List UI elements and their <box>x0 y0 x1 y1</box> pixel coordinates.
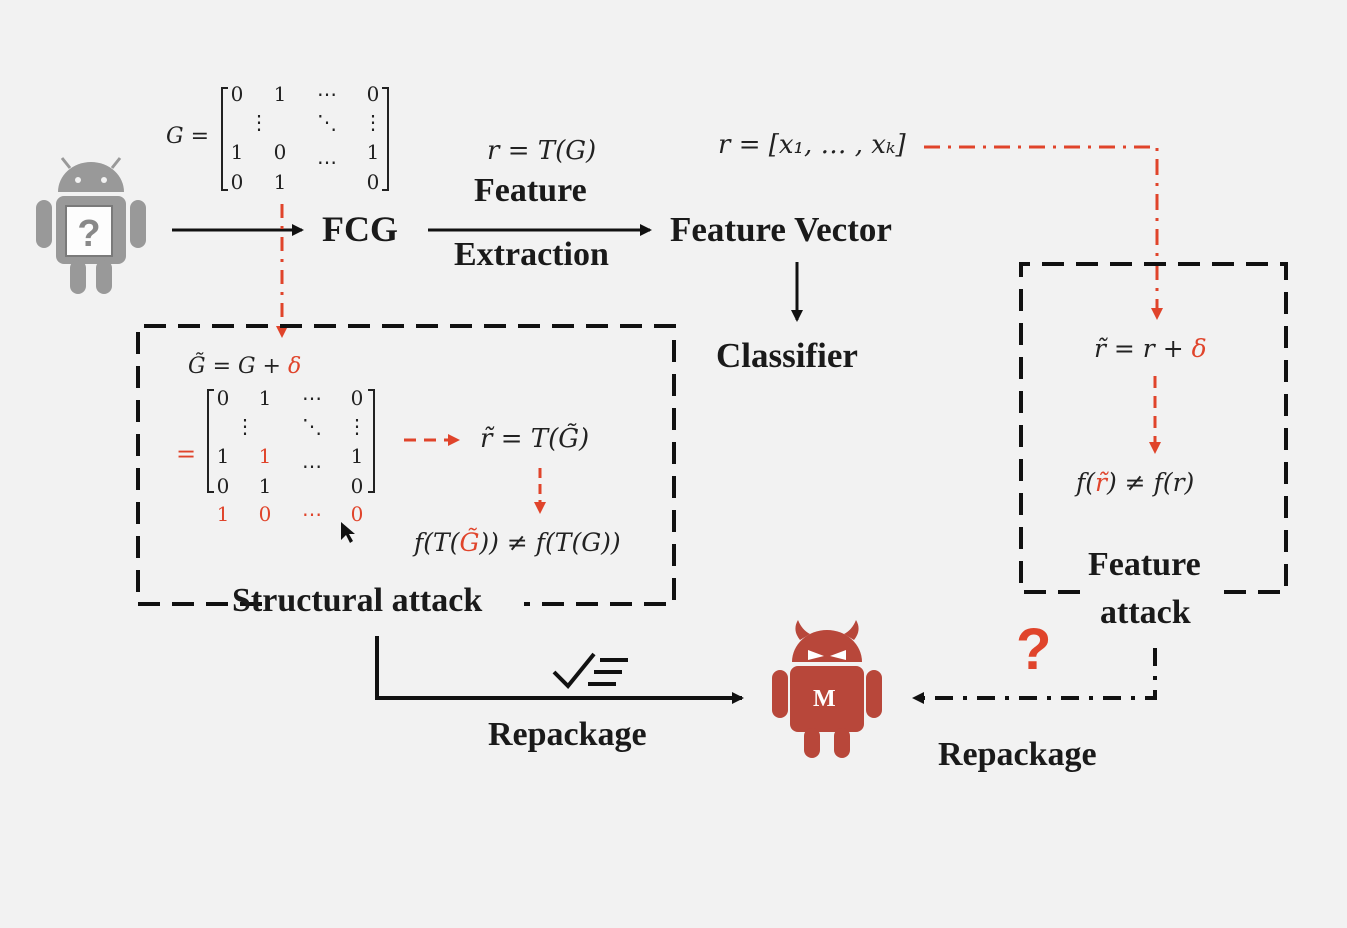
feature-extraction-label-line2: Extraction <box>454 236 609 273</box>
android-malware-icon <box>772 620 882 758</box>
matrix-g-tilde-cell: ⋮ <box>347 414 367 438</box>
matrix-g-label: G = <box>166 124 210 149</box>
matrix-g-tilde-cell: 0 <box>350 386 364 410</box>
uncertain-question-mark: ? <box>1016 617 1052 682</box>
matrix-g-tilde-cell: 0 <box>216 474 230 498</box>
structural-r-tilde-equation: r̃ = T(G̃) <box>480 424 590 454</box>
matrix-g-tilde-brackets <box>207 389 375 493</box>
feature-attack-box <box>1019 262 1288 594</box>
matrix-g-tilde-cell-added: 0 <box>258 502 272 526</box>
feature-inequality: f(r̃) ≠ f(r) <box>1076 468 1194 497</box>
matrix-g-cell: 0 <box>366 82 380 106</box>
structural-delta: δ <box>288 354 302 379</box>
structural-inequality-g: G̃ <box>459 528 480 557</box>
android-question-icon: ? <box>36 157 146 294</box>
feature-repackage-arrow <box>912 648 1157 704</box>
matrix-g-cell: 0 <box>230 170 244 194</box>
matrix-g-tilde-cell-added: ⋯ <box>302 502 322 526</box>
structural-repackage-arrow <box>375 636 744 704</box>
transform-equation: r = T(G) <box>487 136 597 166</box>
feature-vector-label: Feature Vector <box>670 210 892 249</box>
matrix-g-cell: 1 <box>366 140 380 164</box>
feature-inequality-left: f( <box>1076 468 1096 497</box>
classifier-label: Classifier <box>716 336 858 375</box>
structural-attack-title: Structural attack <box>232 582 483 619</box>
matrix-g-tilde-cell: 1 <box>216 444 230 468</box>
matrix-g-cell: 1 <box>273 170 287 194</box>
matrix-g-cell: 0 <box>273 140 287 164</box>
matrix-g-cell: ⋱ <box>317 110 337 134</box>
matrix-g-cell: ⋯ <box>317 82 337 106</box>
malware-letter: M <box>813 686 836 712</box>
feature-attack-title-line2: attack <box>1100 594 1191 631</box>
matrix-g-cell: ⋮ <box>249 110 269 134</box>
matrix-g-cell: 0 <box>366 170 380 194</box>
matrix-g-tilde-cell-added: 0 <box>350 502 364 526</box>
matrix-g-tilde-cell: 0 <box>350 474 364 498</box>
matrix-g-tilde-cell: 1 <box>350 444 364 468</box>
matrix-g-tilde-cell: ⋮ <box>235 414 255 438</box>
matrix-g-tilde-cell-modified: 1 <box>258 444 272 468</box>
structural-inequality: f(T(G̃)) ≠ f(T(G)) <box>414 528 621 557</box>
matrix-g-tilde-cell: ⋯ <box>302 386 322 410</box>
feature-inequality-r: r̃ <box>1095 468 1107 497</box>
repackage-label-left: Repackage <box>488 716 647 753</box>
cursor-icon <box>341 522 355 543</box>
feature-perturbation-text: r̃ = r + <box>1094 334 1192 363</box>
matrix-g-cell: ⋮ <box>363 110 383 134</box>
matrix-g-tilde-cell-added: 1 <box>216 502 230 526</box>
matrix-g-tilde-cell: ⋱ <box>302 414 322 438</box>
structural-perturbation-equation: G̃ = G + δ <box>188 354 301 379</box>
feature-extraction-label-line1: Feature <box>474 172 587 209</box>
vector-equation: r = [x₁, … , xₖ] <box>718 130 906 160</box>
fcg-label: FCG <box>322 209 398 249</box>
feature-delta: δ <box>1191 334 1207 363</box>
matrix-g-cell: 1 <box>230 140 244 164</box>
repackage-label-right: Repackage <box>938 736 1097 773</box>
matrix-g-tilde-cell: 1 <box>258 386 272 410</box>
matrix-g-cell: ⋯ <box>317 150 337 174</box>
structural-attack-box <box>136 324 676 606</box>
svg-text:?: ? <box>77 213 100 255</box>
structural-perturbation-text: G̃ = G + <box>188 354 288 379</box>
feature-inequality-right: ) ≠ f(r) <box>1106 468 1195 497</box>
feature-attack-title-line1: Feature <box>1088 546 1201 583</box>
feature-perturbation-equation: r̃ = r + δ <box>1094 334 1207 363</box>
matrix-g-tilde-cell: 1 <box>258 474 272 498</box>
matrix-g-cell: 0 <box>230 82 244 106</box>
structural-inequality-right: )) ≠ f(T(G)) <box>479 528 621 557</box>
red-arrow-to-feature-attack <box>924 145 1163 320</box>
matrix-equals-sign: = <box>176 440 197 468</box>
structural-inequality-left: f(T( <box>414 528 460 557</box>
matrix-g-brackets <box>221 87 389 191</box>
matrix-g-cell: 1 <box>273 82 287 106</box>
checklist-icon <box>552 652 628 689</box>
matrix-g-tilde-cell: ⋯ <box>302 454 322 478</box>
matrix-g-tilde-cell: 0 <box>216 386 230 410</box>
